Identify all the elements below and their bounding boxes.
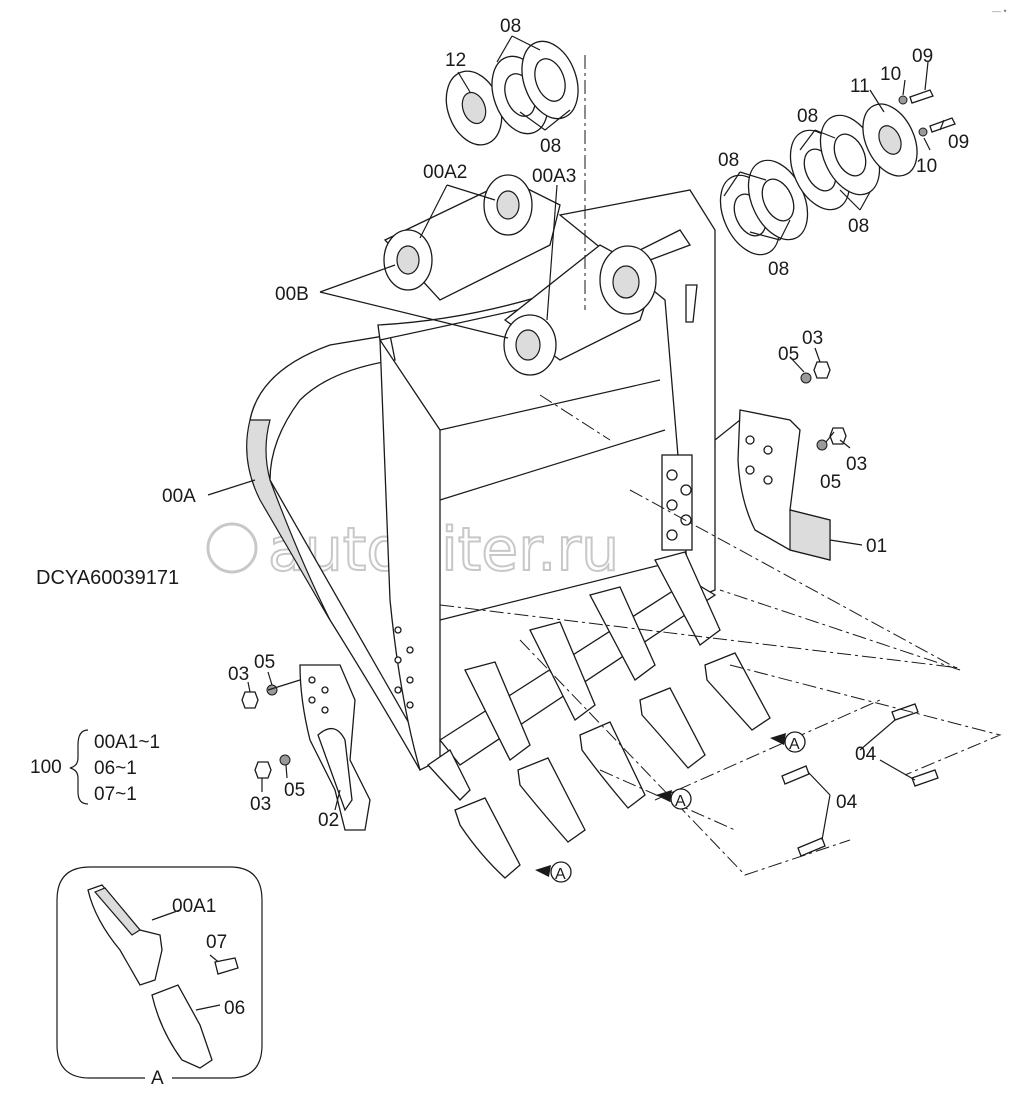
label-05-b: 05 bbox=[820, 472, 841, 493]
label-08-c: 08 bbox=[718, 150, 739, 171]
side-cutter-01 bbox=[737, 409, 831, 561]
tooth-loose-2 bbox=[517, 757, 586, 843]
bucket-shell-edge bbox=[246, 419, 331, 621]
nut-03-a bbox=[813, 361, 831, 379]
label-03-a: 03 bbox=[802, 328, 823, 349]
assembly-item-3: 07~1 bbox=[94, 784, 137, 805]
nut-03-b bbox=[829, 427, 847, 445]
shims-upper bbox=[445, 40, 579, 146]
side-bolt-holes-left bbox=[394, 626, 414, 709]
label-08-b: 08 bbox=[540, 136, 561, 157]
label-09-a: 09 bbox=[912, 46, 933, 67]
bucket-floor-lines bbox=[439, 379, 681, 621]
side-bolt-holes-right bbox=[661, 454, 693, 551]
washer-05-b bbox=[816, 439, 828, 451]
side-cutter-02 bbox=[299, 664, 371, 831]
label-08-f: 08 bbox=[848, 216, 869, 237]
teeth-loose bbox=[454, 652, 771, 879]
tooth-loose-1 bbox=[454, 797, 521, 879]
nut-03-c bbox=[241, 691, 259, 709]
watermark: autopiter.ru bbox=[206, 514, 620, 586]
label-10-b: 10 bbox=[916, 156, 937, 177]
washer-10-b bbox=[918, 127, 928, 137]
tooth-installed-2 bbox=[464, 661, 531, 761]
shims-right bbox=[719, 103, 918, 256]
label-03-b: 03 bbox=[846, 454, 867, 475]
tooth-loose-4 bbox=[639, 687, 706, 769]
detail-adapter-06 bbox=[151, 984, 213, 1069]
assembly-item-1: 00A1~1 bbox=[94, 732, 160, 753]
label-00A3: 00A3 bbox=[532, 166, 576, 187]
tooth-installed-4 bbox=[589, 586, 656, 681]
tooth-installed-5 bbox=[654, 551, 721, 646]
side-cutter-left-recess bbox=[317, 728, 353, 812]
right-side-plate bbox=[558, 189, 716, 601]
label-05-a: 05 bbox=[778, 344, 799, 365]
callout-labels: 12 08 08 08 08 08 08 11 10 10 09 09 00A2… bbox=[162, 16, 969, 831]
tooth-loose-3 bbox=[579, 721, 646, 809]
label-00A2: 00A2 bbox=[423, 162, 467, 183]
washer-05-a bbox=[800, 372, 812, 384]
view-ref-3: A bbox=[535, 861, 572, 883]
tooth-loose-5 bbox=[704, 652, 771, 731]
view-ref-2-label: A bbox=[675, 793, 686, 810]
bolt-09-a bbox=[909, 89, 934, 104]
washer-10-a bbox=[898, 95, 908, 105]
assembly-brace bbox=[69, 729, 89, 805]
nuts-washers bbox=[241, 361, 847, 779]
label-11: 11 bbox=[850, 76, 870, 97]
detail-label-00A1: 00A1 bbox=[172, 896, 216, 917]
boss-lugs bbox=[383, 174, 657, 376]
detail-pin-07 bbox=[214, 957, 239, 975]
tooth-installed-3 bbox=[529, 621, 596, 721]
detail-frame bbox=[56, 866, 263, 1079]
view-ref-1: A bbox=[770, 731, 806, 753]
assembly-legend: 100 00A1~1 06~1 07~1 bbox=[30, 729, 160, 805]
bolt-04-a bbox=[891, 703, 919, 721]
view-ref-2: A bbox=[656, 788, 692, 810]
bolts-04 bbox=[781, 703, 939, 857]
view-ref-1-label: A bbox=[789, 736, 800, 753]
label-08-d: 08 bbox=[768, 259, 789, 280]
label-04-a: 04 bbox=[855, 744, 877, 765]
watermark-text: autopiter.ru bbox=[268, 515, 619, 585]
label-05-d: 05 bbox=[284, 780, 305, 801]
assembly-item-2: 06~1 bbox=[94, 758, 137, 779]
detail-label-07: 07 bbox=[206, 932, 227, 953]
center-lines bbox=[439, 55, 1002, 876]
label-03-d: 03 bbox=[250, 794, 271, 815]
detail-view-a: A 00A1 07 06 bbox=[56, 866, 263, 1089]
teeth-installed bbox=[427, 551, 721, 801]
bolt-04-b bbox=[911, 769, 939, 787]
assembly-number: 100 bbox=[30, 757, 62, 778]
bolt-04-c bbox=[781, 765, 810, 785]
bolt-04-d bbox=[797, 837, 826, 857]
detail-tooth-00A1 bbox=[87, 884, 163, 986]
label-04-b: 04 bbox=[836, 792, 858, 813]
label-01: 01 bbox=[866, 536, 887, 557]
corner-mark: — • bbox=[992, 6, 1007, 16]
drawing-code: DCYA60039171 bbox=[36, 567, 179, 589]
label-05-c: 05 bbox=[254, 652, 275, 673]
label-00A: 00A bbox=[162, 486, 196, 507]
detail-label-06: 06 bbox=[224, 998, 245, 1019]
label-00B: 00B bbox=[275, 284, 309, 305]
nut-03-d bbox=[254, 761, 272, 779]
label-09-b: 09 bbox=[948, 132, 969, 153]
left-side-plate bbox=[379, 337, 441, 771]
label-03-c: 03 bbox=[228, 664, 249, 685]
label-02: 02 bbox=[318, 810, 339, 831]
detail-label: A bbox=[151, 1068, 164, 1089]
label-12: 12 bbox=[445, 50, 466, 71]
label-08-a: 08 bbox=[500, 16, 521, 37]
label-08-e: 08 bbox=[797, 106, 818, 127]
label-10-a: 10 bbox=[880, 64, 901, 85]
view-ref-3-label: A bbox=[555, 866, 566, 883]
tooth-installed-1 bbox=[427, 749, 471, 801]
washer-05-d bbox=[279, 754, 291, 766]
right-plate-slot bbox=[685, 284, 698, 323]
watermark-logo-icon bbox=[206, 522, 258, 574]
